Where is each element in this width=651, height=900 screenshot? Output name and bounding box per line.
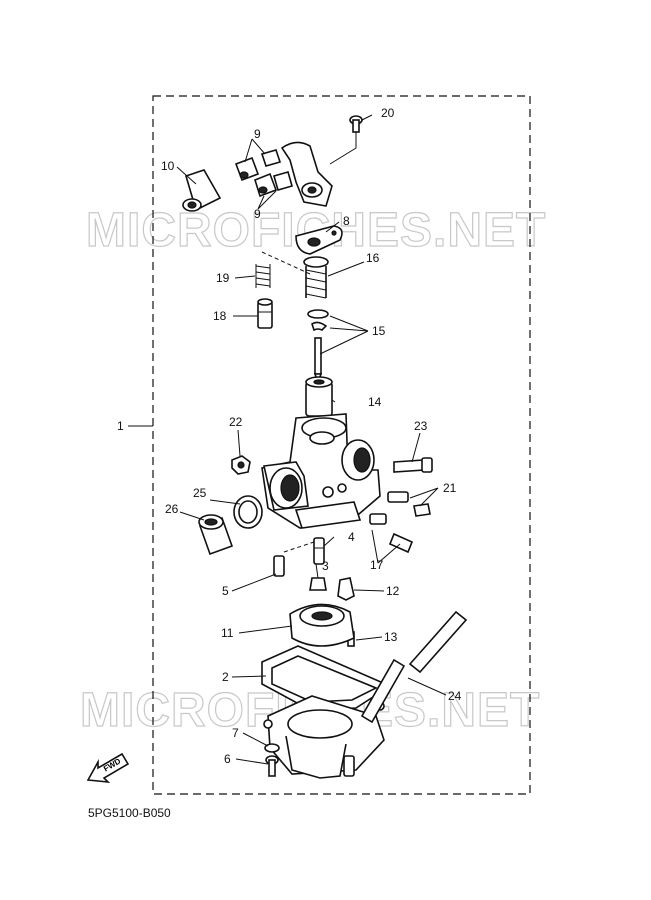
- callout-21: 21: [443, 481, 457, 495]
- part-23-screw: [393, 457, 433, 473]
- part-16-throttle-spring: [303, 256, 329, 299]
- callout-22: 22: [229, 415, 243, 429]
- callout-10: 10: [161, 159, 175, 173]
- callout-2: 2: [222, 670, 229, 684]
- part-3-main-jet: [309, 577, 327, 591]
- part-6-screw: [265, 755, 279, 777]
- part-24-drain-hose: [360, 610, 468, 724]
- part-17-idle-screw: [369, 513, 414, 554]
- part-22-nut: [231, 455, 251, 475]
- assembly-frame: [152, 95, 531, 795]
- part-10-fuel-pipe: [182, 169, 222, 212]
- callout-9-top: 9: [254, 127, 261, 141]
- callout-25: 25: [193, 486, 207, 500]
- callout-4: 4: [348, 530, 355, 544]
- part-21-screws: [387, 491, 431, 517]
- part-9-clamps: [234, 149, 293, 198]
- part-18-pilot-screw: [257, 298, 273, 329]
- part-19-spring: [255, 264, 271, 288]
- part-5-pilot-jet: [273, 555, 285, 577]
- leader-lines: [128, 114, 447, 765]
- diagram-reference-code: 5PG5100-B050: [88, 806, 171, 820]
- part-11-float: [289, 603, 355, 647]
- part-12-float-valve: [337, 577, 355, 601]
- callout-17: 17: [370, 558, 384, 572]
- part-26-collar: [198, 514, 234, 556]
- float-chamber: [263, 695, 385, 779]
- callout-5: 5: [222, 584, 229, 598]
- carburetor-body: [261, 413, 381, 529]
- part-2-gasket: [261, 645, 392, 711]
- callout-11: 11: [221, 626, 234, 640]
- part-14-throttle-valve: [305, 376, 333, 417]
- part-25-o-ring: [233, 495, 263, 529]
- callout-12: 12: [386, 584, 400, 598]
- callout-24: 24: [448, 689, 462, 703]
- part-20-screw: [349, 115, 363, 133]
- part-4-needle-jet: [313, 537, 325, 565]
- callout-6: 6: [224, 752, 231, 766]
- callout-16: 16: [366, 251, 380, 265]
- part-7-washer: [264, 743, 280, 753]
- callout-19: 19: [216, 271, 230, 285]
- callout-23: 23: [414, 419, 428, 433]
- callout-13: 13: [384, 630, 398, 644]
- callout-9-bottom: 9: [254, 207, 261, 221]
- part-15-needle-set: [307, 309, 329, 385]
- callout-3: 3: [322, 559, 329, 573]
- callout-26: 26: [165, 502, 179, 516]
- callout-18: 18: [213, 309, 227, 323]
- part-8-joint-pipe: [280, 141, 333, 207]
- callout-labels: 1 2 3 4 5 6 7 8 9 9 10 11 12 13 14 15 16…: [117, 106, 462, 766]
- callout-15: 15: [372, 324, 386, 338]
- callout-7: 7: [232, 726, 239, 740]
- callout-20: 20: [381, 106, 395, 120]
- callout-14: 14: [368, 395, 382, 409]
- forward-arrow-icon: FWD: [86, 752, 130, 784]
- part-8-cap-plate: [295, 225, 343, 255]
- callout-8: 8: [343, 214, 350, 228]
- callout-1: 1: [117, 419, 124, 433]
